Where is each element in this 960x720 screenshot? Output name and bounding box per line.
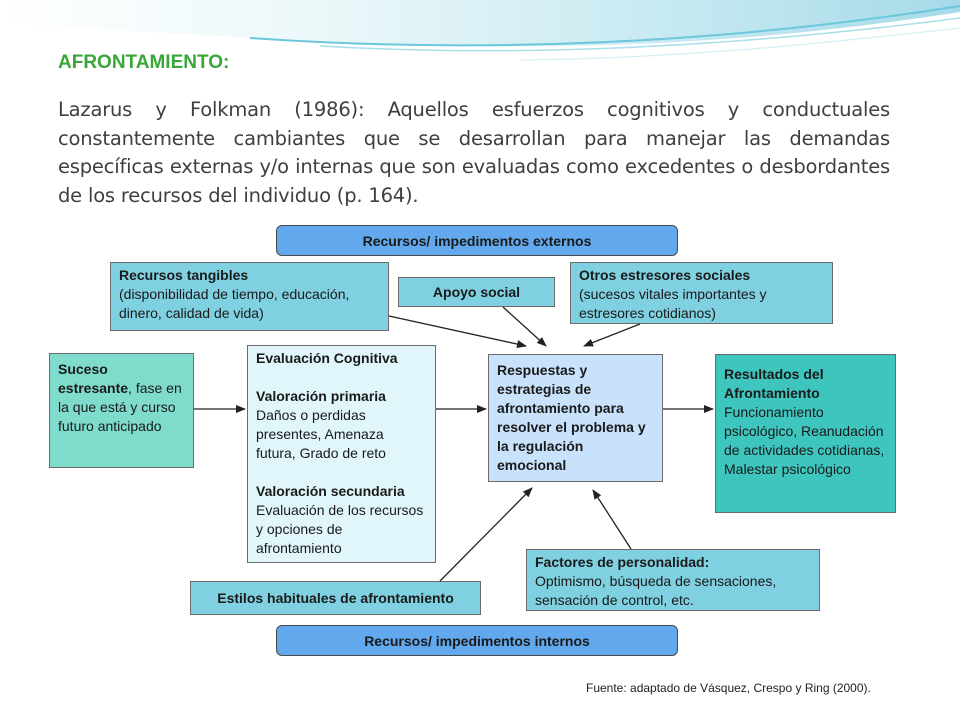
coping-responses-box: Respuestas y estrategias de afrontamient… (488, 354, 663, 482)
social-support-box: Apoyo social (398, 277, 555, 307)
arrow-tangible-to-responses (388, 315, 527, 348)
primary-appraisal-body: Daños o perdidas presentes, Amenaza futu… (256, 407, 386, 461)
personality-factors-body: Optimismo, búsqueda de sensaciones, sens… (535, 573, 777, 608)
arrow-social-to-responses (502, 306, 547, 347)
tangible-resources-body: (disponibilidad de tiempo, educación, di… (119, 286, 350, 321)
coping-outcomes-title: Resultados del Afrontamiento (724, 366, 824, 401)
arrow-personality-to-responses (592, 489, 632, 550)
coping-outcomes-body: Funcionamiento psicológico, Reanudación … (724, 404, 885, 477)
primary-appraisal-title: Valoración primaria (256, 388, 386, 404)
secondary-appraisal-body: Evaluación de los recursos y opciones de… (256, 502, 424, 556)
definition-quote: Lazarus y Folkman (1986): Aquellos esfue… (58, 98, 890, 207)
external-resources-banner: Recursos/ impedimentos externos (276, 225, 678, 256)
secondary-appraisal-title: Valoración secundaria (256, 483, 405, 499)
tangible-resources-box: Recursos tangibles (disponibilidad de ti… (110, 262, 389, 331)
other-stressors-body: (sucesos vitales importantes y estresore… (579, 286, 767, 321)
stressful-event-bold: Suceso estresante (58, 361, 129, 396)
cognitive-appraisal-box: Evaluación Cognitiva Valoración primaria… (247, 345, 436, 563)
personality-factors-title: Factores de personalidad: (535, 554, 710, 570)
tangible-resources-title: Recursos tangibles (119, 267, 249, 283)
page-title: AFRONTAMIENTO: (58, 52, 230, 73)
other-stressors-title: Otros estresores sociales (579, 267, 751, 283)
arrow-styles-to-responses (439, 487, 533, 582)
coping-outcomes-box: Resultados del Afrontamiento Funcionamie… (715, 354, 896, 513)
internal-resources-banner: Recursos/ impedimentos internos (276, 625, 678, 656)
arrow-stressors-to-responses (583, 323, 641, 347)
stressful-event-box: Suceso estresante, fase en la que está y… (49, 353, 194, 468)
stressful-event-rest: , fase en la que está y curso futuro ant… (58, 380, 182, 434)
habitual-styles-box: Estilos habituales de afrontamiento (190, 581, 481, 615)
decorative-wave-header (0, 0, 960, 61)
source-citation: Fuente: adaptado de Vásquez, Crespo y Ri… (586, 681, 871, 695)
other-stressors-box: Otros estresores sociales (sucesos vital… (570, 262, 833, 324)
personality-factors-box: Factores de personalidad: Optimismo, bús… (526, 549, 820, 611)
cognitive-appraisal-title: Evaluación Cognitiva (256, 350, 398, 366)
